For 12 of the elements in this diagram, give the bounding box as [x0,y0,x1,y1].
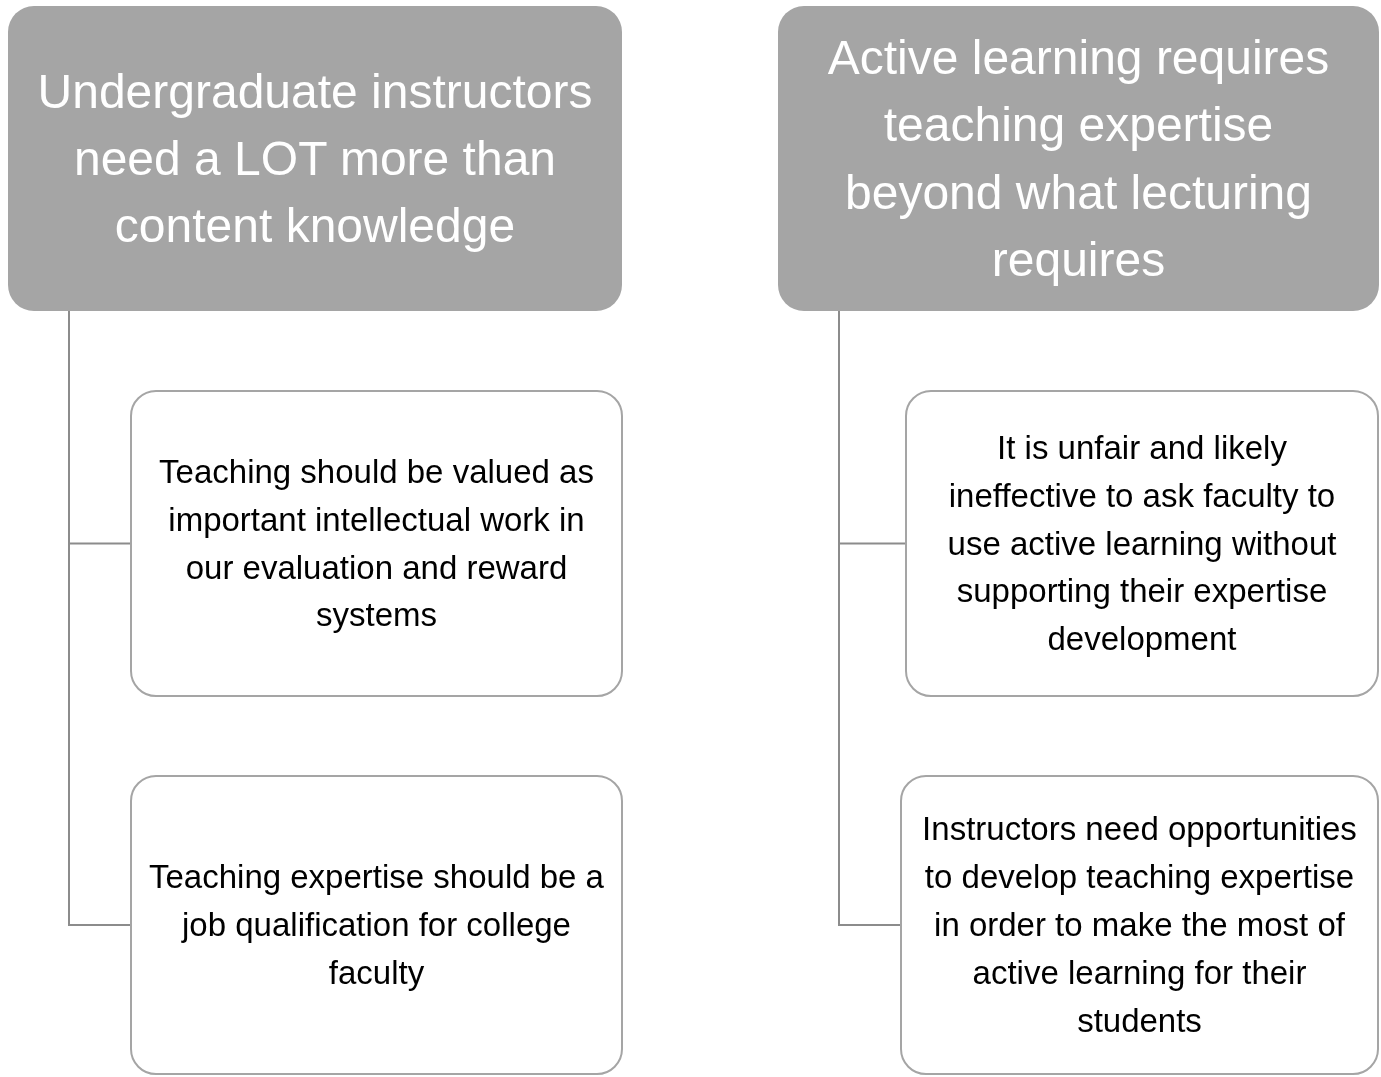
content-box [900,775,1379,1075]
node-text: It is unfair and likely ineffective to ask faculty to use active learning without supporting their expertise development [946,427,1338,660]
content-box [905,390,1379,697]
node-text: Active learning requires teaching expertise beyond what lecturing requires [826,30,1331,288]
node-text: Instructors need opportunities to develop teaching expertise in order to make the most of active learning for their students [921,809,1358,1041]
node-text: Teaching expertise should be a job qualification for college faculty [148,857,605,993]
header-box [8,6,622,311]
content-box [130,775,623,1075]
content-box [130,390,623,697]
node-text: Teaching should be valued as important intellectual work in our evaluation and reward systems [158,451,595,636]
node-text: Undergraduate instructors need a LOT more than content knowledge [36,63,594,255]
header-box [778,6,1379,311]
